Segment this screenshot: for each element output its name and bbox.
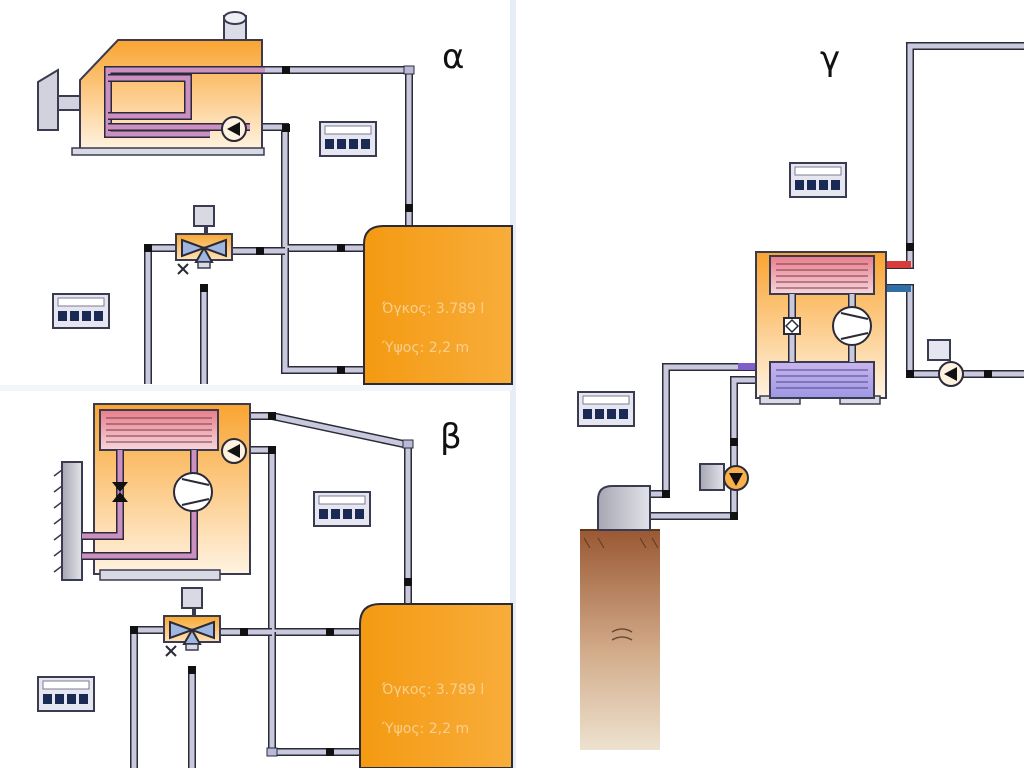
beta-heat-pump-unit — [53, 403, 251, 581]
gamma-ground-borehole — [580, 485, 660, 750]
gamma-controller-top-icon — [789, 162, 847, 198]
alpha-controller-left-icon — [52, 293, 110, 329]
alpha-controller-right-icon — [319, 121, 377, 157]
alpha-storage-tank: Όγκος: 3.789 l Ύψος: 2,2 m — [363, 225, 513, 385]
beta-mixing-valve-icon — [163, 587, 221, 657]
label-gamma: γ — [820, 39, 840, 79]
beta-storage-tank: Όγκος: 3.789 l Ύψος: 2,2 m — [359, 603, 513, 768]
panel-gamma: γ — [577, 39, 1024, 750]
label-beta: β — [440, 417, 462, 457]
alpha-tank-height: Ύψος: 2,2 m — [381, 340, 469, 356]
beta-tank-volume: Όγκος: 3.789 l — [381, 682, 484, 698]
beta-tank-height: Ύψος: 2,2 m — [381, 721, 469, 737]
gamma-pump-left-icon — [938, 361, 964, 387]
alpha-tank-volume: Όγκος: 3.789 l — [381, 301, 484, 317]
alpha-mixing-valve-icon — [175, 205, 233, 275]
alpha-pump-icon — [221, 116, 247, 142]
label-alpha: α — [442, 37, 464, 77]
panel-beta: Όγκος: 3.789 l Ύψος: 2,2 m β — [37, 403, 513, 768]
gamma-ground-pump — [699, 463, 725, 491]
gamma-pump-down-icon — [723, 465, 749, 491]
boiler-unit — [37, 11, 265, 156]
panel-separator — [0, 385, 512, 391]
panel-alpha: Όγκος: 3.789 l Ύψος: 2,2 m α — [37, 11, 513, 385]
beta-pump-icon — [221, 438, 247, 464]
beta-pipes — [130, 412, 414, 768]
alpha-pipes — [144, 65, 415, 384]
beta-compressor-icon — [173, 472, 213, 512]
gamma-solar-pump — [927, 339, 951, 361]
gamma-compressor-icon — [832, 306, 872, 346]
gamma-heat-pump-unit — [755, 251, 887, 405]
beta-controller-right-icon — [313, 491, 371, 527]
beta-controller-left-icon — [37, 676, 95, 712]
gamma-controller-left-icon — [577, 391, 635, 427]
